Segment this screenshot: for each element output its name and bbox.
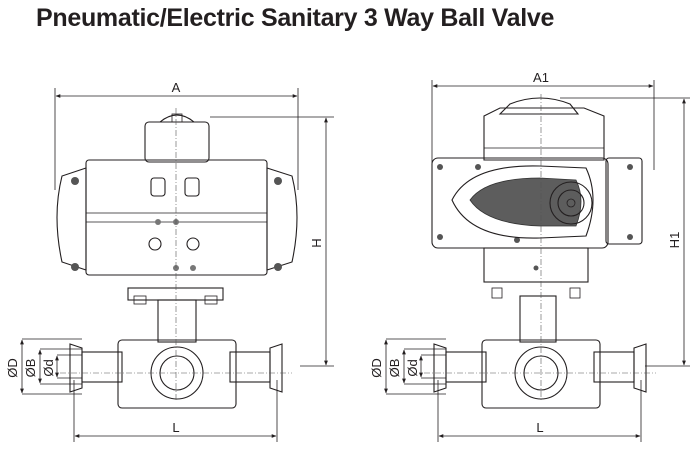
- dimension-label-bore-diameter: ØB: [23, 359, 38, 378]
- pneumatic-valve-view: A H L ØD ØB Ød: [5, 80, 334, 442]
- page-title: Pneumatic/Electric Sanitary 3 Way Ball V…: [36, 4, 555, 32]
- dimension-label-outer-diameter: ØD: [5, 358, 20, 378]
- dimension-label-a: A: [172, 80, 181, 95]
- dimension-label-l: L: [172, 420, 179, 435]
- dimension-label-inner-diameter: Ød: [41, 359, 56, 376]
- dimension-label-h1: H1: [667, 232, 682, 249]
- electric-valve-view: A1 H1 L ØD ØB Ød: [369, 70, 690, 442]
- dimension-label-outer-diameter-right: ØD: [369, 358, 384, 378]
- dimension-label-inner-diameter-right: Ød: [405, 359, 420, 376]
- dimension-label-h: H: [309, 238, 324, 247]
- dimension-label-a1: A1: [533, 70, 549, 85]
- dimension-label-bore-diameter-right: ØB: [387, 359, 402, 378]
- dimension-label-l-right: L: [536, 420, 543, 435]
